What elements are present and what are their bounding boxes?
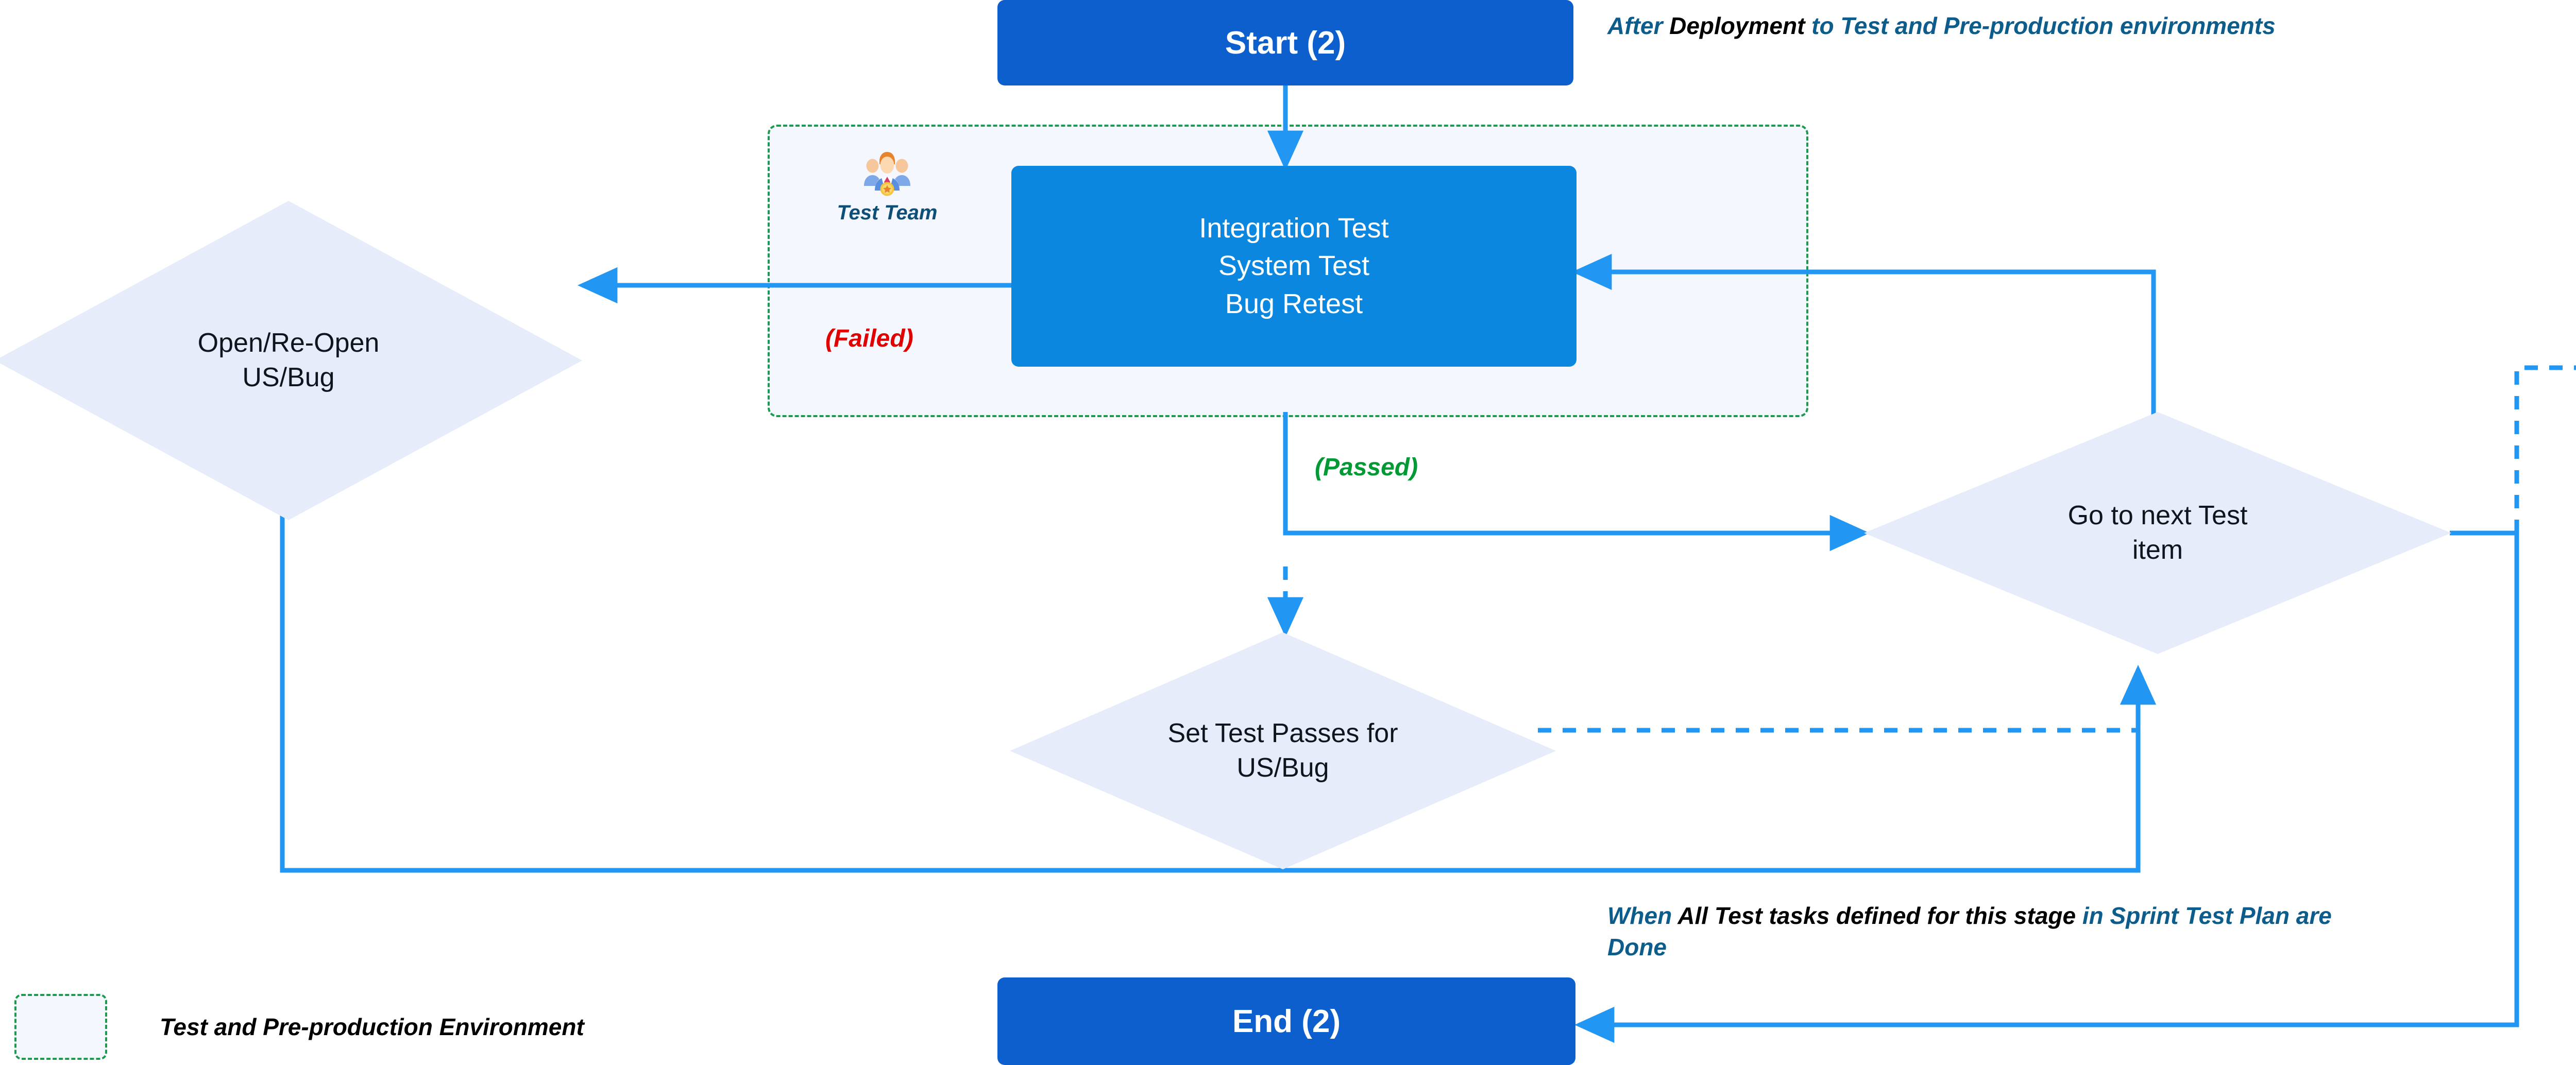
node-open-reopen-line1: Open/Re-Open [197, 328, 380, 358]
annotation-bottom: When All Test tasks defined for this sta… [1607, 900, 2370, 963]
node-end[interactable]: End (2) [997, 977, 1575, 1065]
node-set-test-passes-label-group: Set Test Passes for US/Bug [1167, 716, 1398, 785]
node-open-reopen-us-bug[interactable]: Open/Re-Open US/Bug [0, 201, 582, 520]
annotation-top: After Deployment to Test and Pre-product… [1607, 10, 2276, 42]
node-integration-test[interactable]: Integration Test System Test Bug Retest [1011, 166, 1577, 367]
node-start[interactable]: Start (2) [997, 0, 1573, 85]
node-set-test-passes-line2: US/Bug [1236, 753, 1329, 783]
node-go-next-label-group: Go to next Test item [2068, 499, 2248, 567]
node-set-test-passes[interactable]: Set Test Passes for US/Bug [1010, 632, 1556, 869]
node-integration-test-line1: Integration Test [1199, 212, 1389, 244]
edge-label-failed-text: (Failed) [825, 325, 913, 352]
edge-label-failed: (Failed) [825, 324, 913, 353]
node-go-next-line1: Go to next Test [2067, 501, 2248, 531]
edge-label-passed: (Passed) [1315, 453, 1418, 482]
node-end-label: End (2) [1232, 1003, 1341, 1039]
node-integration-test-line2: System Test [1218, 250, 1370, 282]
annotation-bottom-post: in Sprint Test Plan are Done [1607, 902, 2332, 960]
node-start-label: Start (2) [1225, 25, 1346, 61]
node-integration-test-line3: Bug Retest [1225, 288, 1363, 319]
node-set-test-passes-line1: Set Test Passes for [1167, 718, 1398, 749]
annotation-top-bold: Deployment [1669, 12, 1805, 39]
node-open-reopen-label-group: Open/Re-Open US/Bug [198, 326, 380, 394]
edge-label-passed-text: (Passed) [1315, 454, 1418, 481]
node-go-next-line2: item [2132, 535, 2183, 565]
node-open-reopen-line2: US/Bug [242, 363, 335, 392]
actor-test-team-lane: Test Team [810, 147, 964, 225]
legend-swatch-lane [14, 994, 107, 1060]
test-team-icon [862, 147, 912, 199]
annotation-bottom-bold: All Test tasks defined for this stage [1677, 902, 2076, 929]
legend-label: Test and Pre-production Environment [160, 1014, 584, 1040]
actor-label: Test Team [837, 201, 938, 224]
edge-dashed-gonext-to-update [2514, 365, 2576, 533]
annotation-bottom-pre: When [1607, 902, 1678, 929]
annotation-top-post: to Test and Pre-production environments [1805, 12, 2276, 39]
node-go-to-next-test-item[interactable]: Go to next Test item [1864, 412, 2451, 654]
legend: Test and Pre-production Environment [14, 994, 584, 1060]
annotation-top-pre: After [1607, 12, 1670, 39]
